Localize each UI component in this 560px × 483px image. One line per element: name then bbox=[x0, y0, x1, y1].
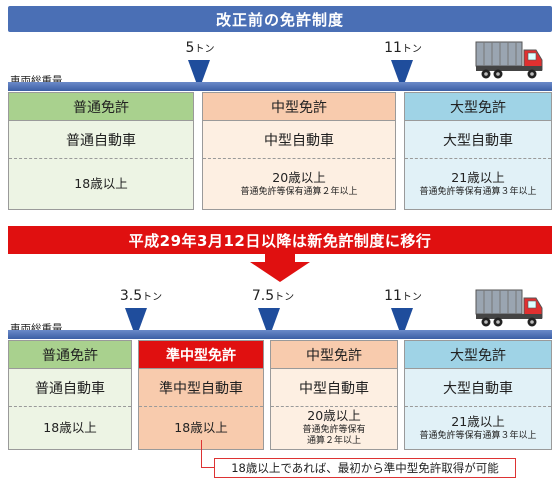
old-threshold-11t-unit: トン bbox=[401, 44, 422, 55]
experience-note: 普通免許等保有通算２年以上 bbox=[240, 186, 358, 197]
age-requirement: 21歳以上 bbox=[451, 169, 505, 185]
vehicle-type: 普通自動車 bbox=[9, 369, 131, 407]
page-title: 改正前の免許制度 bbox=[8, 6, 552, 32]
age-requirement: 18歳以上 bbox=[174, 419, 228, 435]
experience-note: 普通免許等保有通算３年以上 bbox=[419, 186, 537, 197]
new-weight-scale-bar bbox=[8, 330, 552, 339]
new-threshold-7-5t: 7.5トン bbox=[248, 288, 298, 304]
new-threshold-3-5t: 3.5トン bbox=[116, 288, 166, 304]
truck-icon bbox=[475, 41, 543, 79]
license-name: 大型免許 bbox=[405, 341, 551, 369]
semi-medium-callout: 18歳以上であれば、最初から準中型免許取得が可能 bbox=[214, 458, 516, 478]
vehicle-type: 普通自動車 bbox=[9, 121, 193, 159]
old-threshold-5t: 5トン bbox=[185, 40, 215, 56]
age-requirement: 20歳以上 bbox=[272, 169, 326, 185]
old-threshold-5t-num: 5 bbox=[185, 40, 195, 56]
new-threshold-11t-unit: トン bbox=[401, 292, 422, 303]
new-license-large: 大型免許 大型自動車 21歳以上 普通免許等保有通算３年以上 bbox=[404, 340, 552, 450]
license-name: 普通免許 bbox=[9, 93, 193, 121]
old-threshold-11t-num: 11 bbox=[384, 40, 402, 56]
old-license-normal: 普通免許 普通自動車 18歳以上 bbox=[8, 92, 194, 210]
vehicle-type: 準中型自動車 bbox=[139, 369, 263, 407]
transition-banner: 平成29年3月12日以降は新免許制度に移行 bbox=[8, 226, 552, 254]
down-arrow-icon bbox=[250, 262, 310, 282]
old-threshold-11t: 11トン bbox=[383, 40, 423, 56]
age-requirement: 18歳以上 bbox=[43, 419, 97, 435]
vehicle-type: 中型自動車 bbox=[203, 121, 395, 159]
vehicle-type: 中型自動車 bbox=[271, 369, 397, 407]
age-requirement: 21歳以上 bbox=[451, 413, 505, 429]
license-name: 中型免許 bbox=[203, 93, 395, 121]
experience-note: 普通免許等保有通算３年以上 bbox=[419, 430, 537, 441]
new-threshold-3-5t-unit: トン bbox=[142, 292, 163, 303]
old-weight-scale-bar bbox=[8, 82, 552, 91]
new-threshold-11t: 11トン bbox=[383, 288, 423, 304]
down-arrow-shaft bbox=[265, 254, 295, 264]
callout-connector-horizontal bbox=[201, 467, 215, 468]
old-license-large: 大型免許 大型自動車 21歳以上 普通免許等保有通算３年以上 bbox=[404, 92, 552, 210]
new-threshold-3-5t-num: 3.5 bbox=[119, 288, 143, 304]
vehicle-type: 大型自動車 bbox=[405, 369, 551, 407]
license-name: 大型免許 bbox=[405, 93, 551, 121]
vehicle-type: 大型自動車 bbox=[405, 121, 551, 159]
old-license-medium: 中型免許 中型自動車 20歳以上 普通免許等保有通算２年以上 bbox=[202, 92, 396, 210]
new-license-medium: 中型免許 中型自動車 20歳以上 普通免許等保有 通算２年以上 bbox=[270, 340, 398, 450]
license-name: 普通免許 bbox=[9, 341, 131, 369]
truck-icon bbox=[475, 289, 543, 327]
age-requirement: 18歳以上 bbox=[74, 175, 128, 191]
old-threshold-5t-unit: トン bbox=[194, 44, 215, 55]
experience-note: 普通免許等保有 通算２年以上 bbox=[302, 424, 366, 447]
new-license-normal: 普通免許 普通自動車 18歳以上 bbox=[8, 340, 132, 450]
callout-connector bbox=[201, 440, 202, 468]
new-threshold-7-5t-num: 7.5 bbox=[251, 288, 275, 304]
new-license-semi-medium: 準中型免許 準中型自動車 18歳以上 bbox=[138, 340, 264, 450]
new-threshold-11t-num: 11 bbox=[384, 288, 402, 304]
license-name: 中型免許 bbox=[271, 341, 397, 369]
license-name: 準中型免許 bbox=[139, 341, 263, 369]
age-requirement: 20歳以上 bbox=[307, 407, 361, 423]
new-threshold-7-5t-unit: トン bbox=[274, 292, 295, 303]
